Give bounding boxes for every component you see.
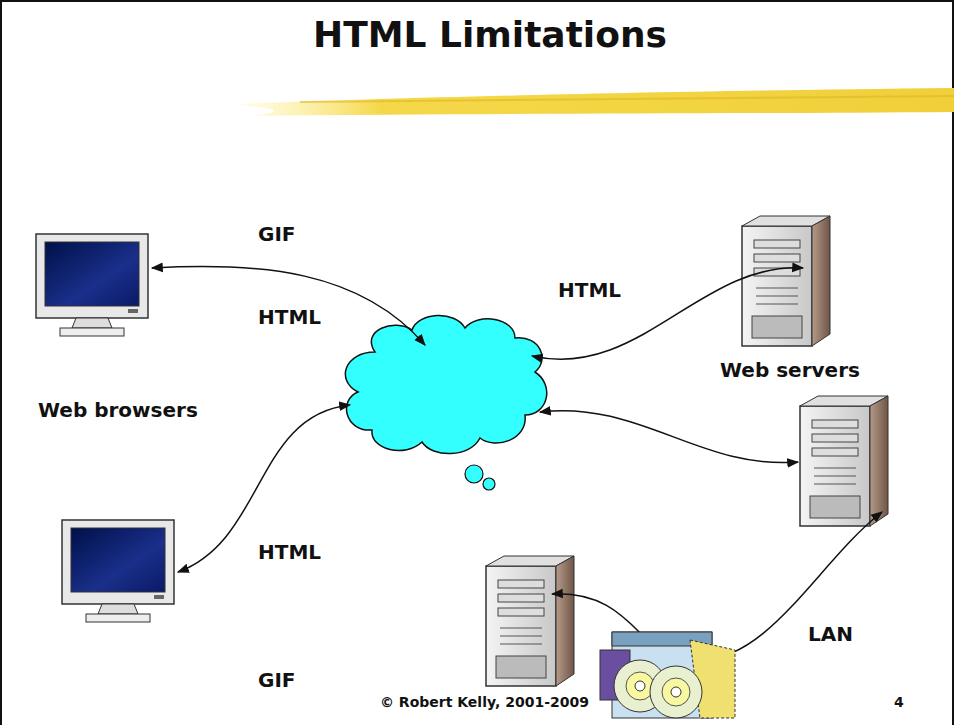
format-label: GIF: [258, 222, 296, 246]
web-browser-monitor: [62, 520, 174, 622]
web-server-tower: [800, 396, 888, 526]
arrow: [552, 512, 882, 661]
group-label: Web servers: [720, 358, 860, 382]
web-browser-monitor: [36, 234, 148, 336]
format-label: GIF: [258, 668, 296, 692]
format-label: HTML: [558, 278, 621, 302]
lan-server-tower: [486, 556, 574, 686]
title-underline: [235, 88, 954, 116]
web-server-tower: [742, 216, 830, 346]
arrow: [532, 268, 803, 359]
arrow: [178, 405, 350, 572]
cd-clipart: [600, 632, 735, 718]
group-label: Web browsers: [38, 398, 198, 422]
slide-title: HTML Limitations: [0, 14, 954, 55]
cloud-bubble: [483, 478, 495, 490]
copyright-note: © Robert Kelly, 2001-2009: [380, 694, 589, 710]
arrow: [152, 266, 425, 345]
page-number: 4: [894, 694, 904, 710]
cloud-bubble: [465, 465, 483, 483]
format-label: HTML: [258, 305, 321, 329]
format-label: HTML: [258, 540, 321, 564]
network-cloud: [345, 315, 546, 453]
title-underline-stroke: [300, 96, 954, 102]
network-label: LAN: [808, 622, 853, 646]
arrow: [540, 411, 798, 463]
